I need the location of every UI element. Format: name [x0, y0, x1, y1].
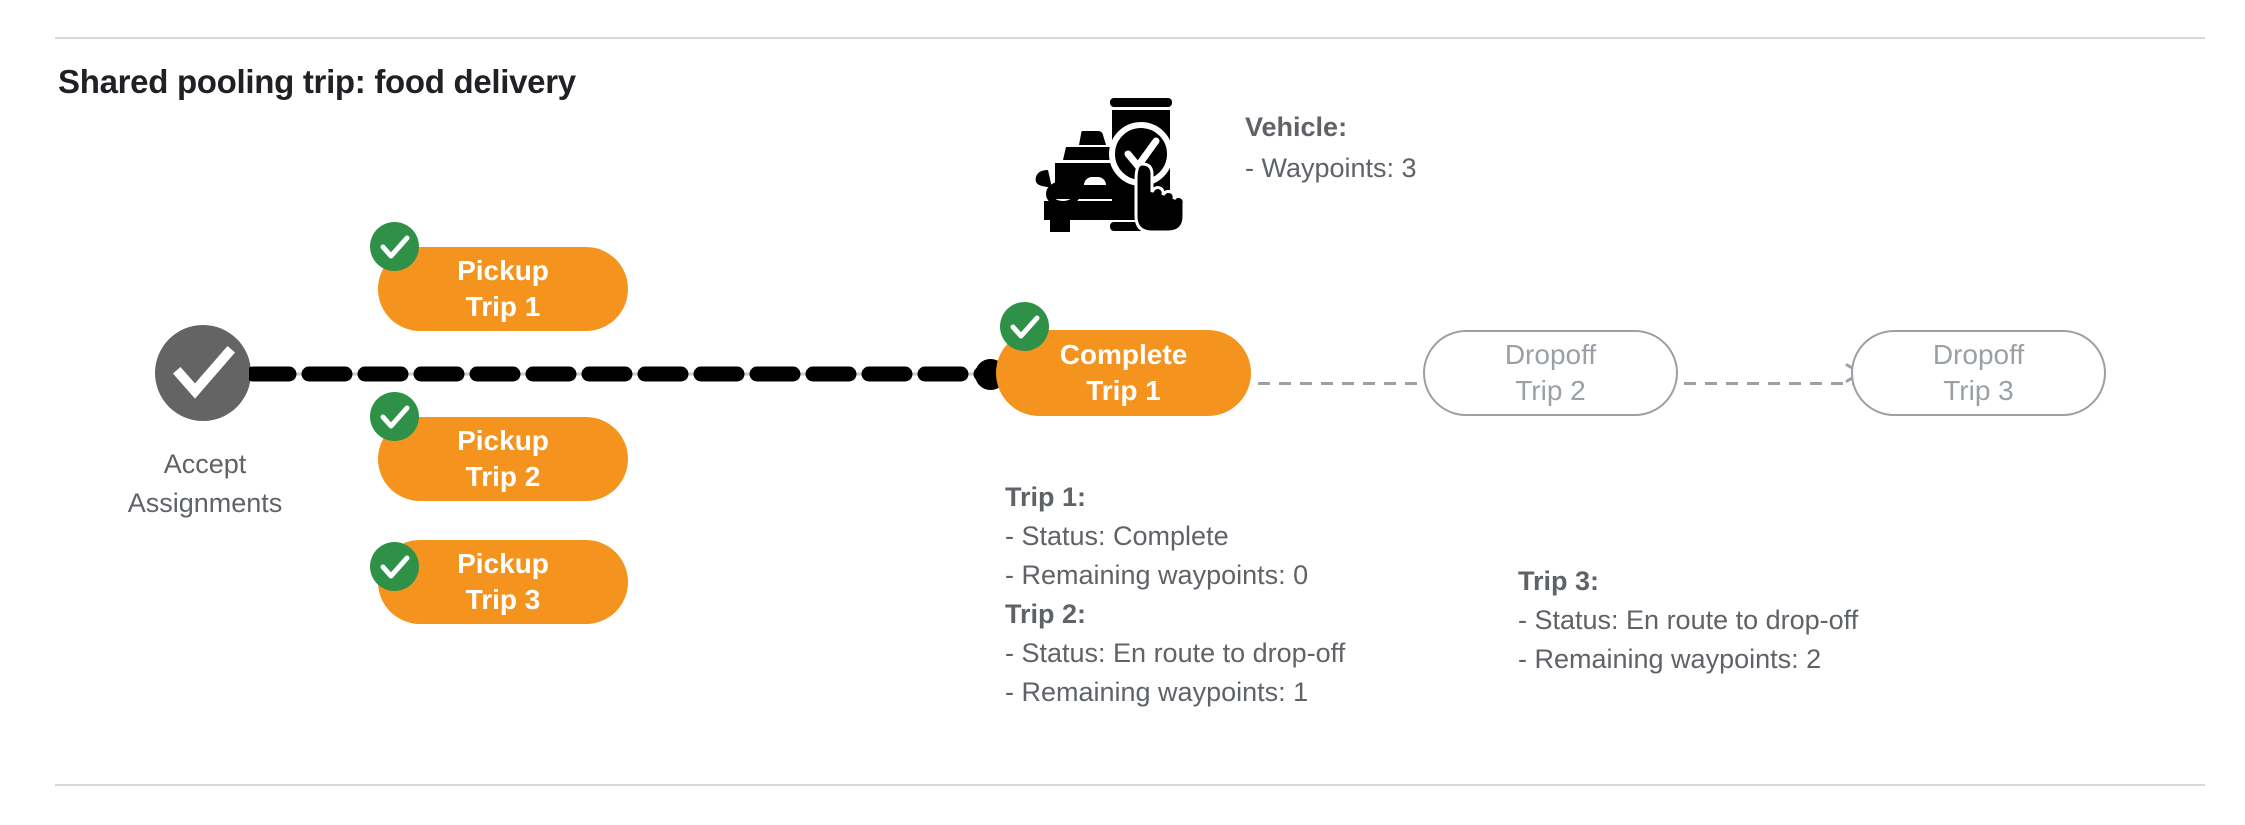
- node-line1: Dropoff: [1504, 339, 1597, 370]
- node-line1: Complete: [1059, 339, 1188, 370]
- check-badge-icon-pickup-trip-2: [370, 392, 419, 441]
- node-dropoff-trip-3[interactable]: Dropoff Trip 3: [1851, 330, 2106, 416]
- trip-3-waypoints: - Remaining waypoints: 2: [1518, 644, 1822, 674]
- node-line1: Dropoff: [1932, 339, 2025, 370]
- trip-1-status: - Status: Complete: [1005, 521, 1229, 551]
- trip-details-left: Trip 1: - Status: Complete - Remaining w…: [1005, 478, 1345, 712]
- connector-dashed-dropoff2-to-dropoff3: [1684, 372, 1859, 385]
- accept-assignments-label: Accept Assignments: [80, 445, 330, 523]
- vehicle-info: Vehicle: - Waypoints: 3: [1245, 107, 1417, 189]
- node-line2: Trip 3: [465, 584, 541, 615]
- node-pickup-trip-1[interactable]: Pickup Trip 1: [378, 247, 628, 331]
- bottom-divider: [55, 784, 2205, 786]
- node-line2: Trip 2: [1515, 375, 1586, 406]
- trip-2-status: - Status: En route to drop-off: [1005, 638, 1346, 668]
- node-line1: Pickup: [457, 425, 549, 456]
- node-line1: Pickup: [457, 548, 549, 579]
- trip-3-status: - Status: En route to drop-off: [1518, 605, 1859, 635]
- trip-details-right: Trip 3: - Status: En route to drop-off -…: [1518, 562, 1858, 679]
- node-line2: Trip 1: [465, 291, 541, 322]
- accept-assignments-node[interactable]: [155, 325, 251, 421]
- trip-1-heading: Trip 1:: [1005, 482, 1087, 512]
- vehicle-heading: Vehicle:: [1245, 112, 1348, 142]
- trip-2-waypoints: - Remaining waypoints: 1: [1005, 677, 1309, 707]
- check-badge-icon-complete-trip-1: [1000, 302, 1049, 351]
- accept-label-line2: Assignments: [127, 488, 283, 518]
- node-line2: Trip 1: [1086, 375, 1161, 406]
- node-dropoff-trip-2[interactable]: Dropoff Trip 2: [1423, 330, 1678, 416]
- page-title: Shared pooling trip: food delivery: [58, 63, 576, 100]
- accept-label-line1: Accept: [163, 449, 247, 479]
- check-badge-icon-pickup-trip-1: [370, 222, 419, 271]
- node-line2: Trip 2: [465, 461, 541, 492]
- top-divider: [55, 37, 2205, 39]
- trip-2-heading: Trip 2:: [1005, 599, 1087, 629]
- check-circle-icon: [172, 345, 236, 399]
- node-line2: Trip 3: [1943, 375, 2014, 406]
- node-pickup-trip-3[interactable]: Pickup Trip 3: [378, 540, 628, 624]
- node-line1: Pickup: [457, 255, 549, 286]
- connector-dashed-complete-to-dropoff2: [1258, 372, 1423, 385]
- trip-1-waypoints: - Remaining waypoints: 0: [1005, 560, 1309, 590]
- vehicle-waypoints: - Waypoints: 3: [1245, 153, 1417, 183]
- check-badge-icon-pickup-trip-3: [370, 542, 419, 591]
- node-pickup-trip-2[interactable]: Pickup Trip 2: [378, 417, 628, 501]
- connector-dashed-main: [245, 366, 1008, 382]
- trip-3-heading: Trip 3:: [1518, 566, 1600, 596]
- vehicle-phone-check-icon: [1030, 84, 1186, 234]
